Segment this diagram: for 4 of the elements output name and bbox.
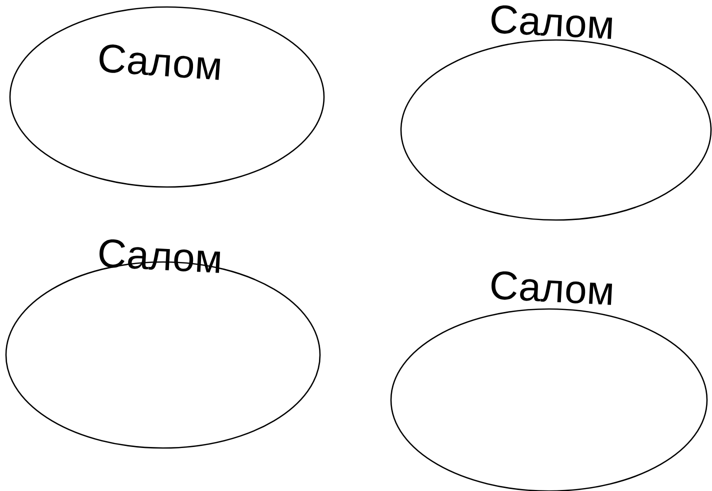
ellipse-label: Салом: [100, 239, 220, 273]
ellipse-label: Салом: [492, 271, 612, 305]
ellipse-label: Салом: [100, 44, 220, 80]
ellipse-label: Салом: [492, 5, 612, 39]
